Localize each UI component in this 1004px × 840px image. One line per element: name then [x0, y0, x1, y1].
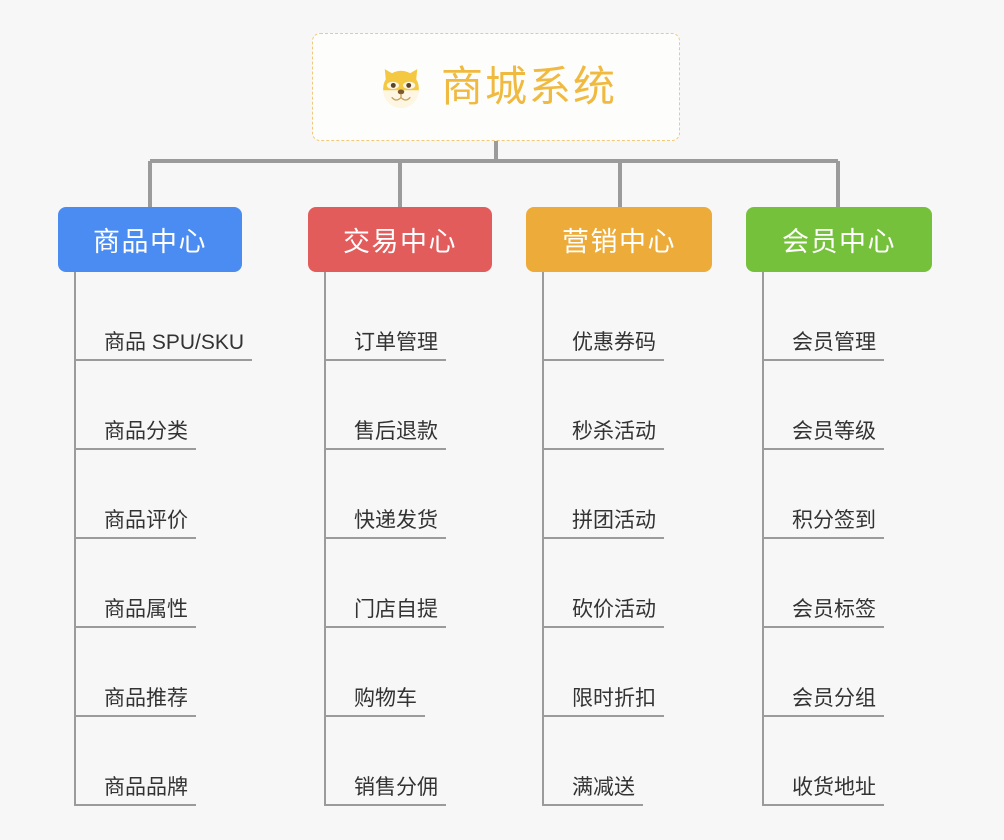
leaf-label: 商品分类: [74, 419, 196, 450]
leaf-item[interactable]: 拼团活动: [542, 450, 712, 539]
leaf-item[interactable]: 购物车: [324, 628, 492, 717]
leaf-label: 砍价活动: [542, 597, 664, 628]
branch-column-2: 交易中心 订单管理 售后退款 快递发货 门店自提 购物车 销售分佣: [308, 207, 492, 806]
leaf-label: 会员分组: [762, 686, 884, 717]
leaf-item[interactable]: 商品评价: [74, 450, 252, 539]
leaf-item[interactable]: 商品属性: [74, 539, 252, 628]
leaf-label: 会员等级: [762, 419, 884, 450]
branch-head-1[interactable]: 商品中心: [58, 207, 242, 272]
leaf-item[interactable]: 商品 SPU/SKU: [74, 272, 253, 361]
leaf-label: 收货地址: [762, 775, 884, 806]
branch-head-label: 营销中心: [562, 227, 676, 257]
leaf-label: 订单管理: [324, 330, 446, 361]
leaf-label: 商品推荐: [74, 686, 196, 717]
root-title: 商城系统: [440, 63, 617, 110]
leaf-label: 积分签到: [762, 508, 884, 539]
leaf-label: 限时折扣: [542, 686, 664, 717]
leaf-item[interactable]: 会员分组: [762, 628, 932, 717]
leaf-item[interactable]: 订单管理: [324, 272, 492, 361]
root-node[interactable]: 商城系统: [312, 33, 680, 141]
leaf-item[interactable]: 会员管理: [762, 272, 932, 361]
branch-column-1: 商品中心 商品 SPU/SKU 商品分类 商品评价 商品属性 商品推荐 商品品牌: [58, 207, 253, 806]
leaf-item[interactable]: 积分签到: [762, 450, 932, 539]
leaf-label: 秒杀活动: [542, 419, 664, 450]
branch-column-4: 会员中心 会员管理 会员等级 积分签到 会员标签 会员分组 收货地址: [746, 207, 932, 806]
leaf-label: 拼团活动: [542, 508, 664, 539]
branch-head-4[interactable]: 会员中心: [746, 207, 932, 272]
leaf-label: 满减送: [542, 775, 643, 806]
shiba-dog-face-icon: [375, 61, 427, 113]
leaf-item[interactable]: 门店自提: [324, 539, 492, 628]
leaf-item[interactable]: 秒杀活动: [542, 361, 712, 450]
leaf-label: 优惠券码: [542, 330, 664, 361]
leaf-stem: [542, 272, 544, 806]
leaf-item[interactable]: 收货地址: [762, 717, 932, 806]
leaf-label: 商品 SPU/SKU: [74, 330, 253, 361]
leaf-stem: [74, 272, 76, 806]
leaf-stem: [324, 272, 326, 806]
leaf-list-1: 商品 SPU/SKU 商品分类 商品评价 商品属性 商品推荐 商品品牌: [74, 272, 253, 806]
branch-column-3: 营销中心 优惠券码 秒杀活动 拼团活动 砍价活动 限时折扣 满减送: [526, 207, 712, 806]
leaf-label: 门店自提: [324, 597, 446, 628]
leaf-item[interactable]: 满减送: [542, 717, 712, 806]
leaf-item[interactable]: 销售分佣: [324, 717, 492, 806]
leaf-label: 会员管理: [762, 330, 884, 361]
branch-head-3[interactable]: 营销中心: [526, 207, 712, 272]
leaf-label: 快递发货: [324, 508, 446, 539]
leaf-list-3: 优惠券码 秒杀活动 拼团活动 砍价活动 限时折扣 满减送: [542, 272, 712, 806]
leaf-item[interactable]: 商品品牌: [74, 717, 252, 806]
leaf-list-4: 会员管理 会员等级 积分签到 会员标签 会员分组 收货地址: [762, 272, 932, 806]
leaf-item[interactable]: 会员标签: [762, 539, 932, 628]
leaf-item[interactable]: 砍价活动: [542, 539, 712, 628]
branch-head-2[interactable]: 交易中心: [308, 207, 492, 272]
leaf-label: 购物车: [324, 686, 425, 717]
leaf-item[interactable]: 商品分类: [74, 361, 252, 450]
leaf-item[interactable]: 优惠券码: [542, 272, 712, 361]
leaf-list-2: 订单管理 售后退款 快递发货 门店自提 购物车 销售分佣: [324, 272, 492, 806]
leaf-stem: [762, 272, 764, 806]
leaf-label: 商品属性: [74, 597, 196, 628]
leaf-label: 会员标签: [762, 597, 884, 628]
branch-head-label: 交易中心: [343, 227, 457, 257]
leaf-label: 商品品牌: [74, 775, 196, 806]
leaf-item[interactable]: 售后退款: [324, 361, 492, 450]
branch-head-label: 商品中心: [93, 227, 207, 257]
leaf-item[interactable]: 限时折扣: [542, 628, 712, 717]
leaf-item[interactable]: 商品推荐: [74, 628, 252, 717]
leaf-label: 销售分佣: [324, 775, 446, 806]
leaf-label: 售后退款: [324, 419, 446, 450]
branch-head-label: 会员中心: [782, 227, 896, 257]
leaf-item[interactable]: 会员等级: [762, 361, 932, 450]
leaf-item[interactable]: 快递发货: [324, 450, 492, 539]
leaf-label: 商品评价: [74, 508, 196, 539]
